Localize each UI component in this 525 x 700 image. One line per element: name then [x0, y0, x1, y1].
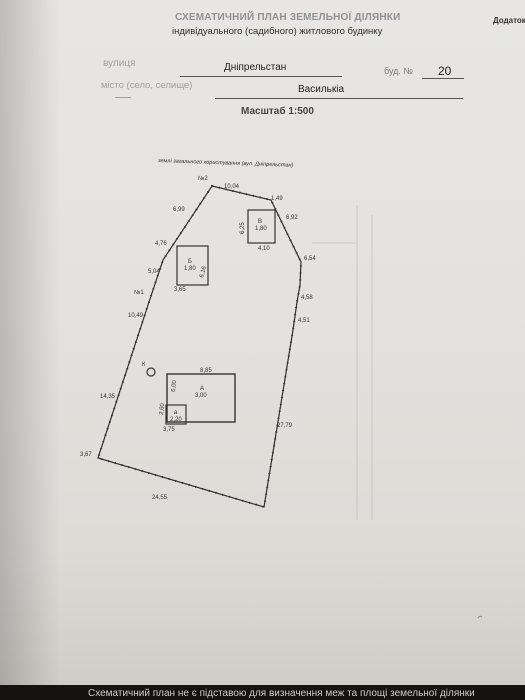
dim-d5: 4,58 [301, 295, 313, 301]
dim-d6: 4,51 [298, 318, 310, 324]
building-b [176, 245, 209, 286]
building-v-area: 1,80 [255, 226, 267, 232]
building-a-height: 6,00 [171, 379, 178, 392]
building-a-width: 8,85 [200, 368, 212, 374]
dim-d4: 6,54 [304, 256, 316, 262]
dim-d11: 10,49 [128, 313, 144, 319]
marker-1: №1 [134, 289, 144, 296]
building-b-width: 3,65 [174, 287, 186, 293]
dim-d1: 10,04 [224, 184, 240, 190]
marker-2: №2 [198, 175, 208, 182]
footer-note: Схематичний план не є підставою для визн… [88, 688, 475, 699]
street-value: Дніпрельстан [224, 62, 287, 73]
building-a2-area: 2,20 [170, 417, 182, 423]
dim-d2: 1,49 [271, 196, 283, 202]
dim-d7: 27,79 [277, 423, 293, 429]
city-label: місто (село, селище) [101, 80, 193, 91]
building-b-height: 6,16 [199, 265, 208, 278]
building-a2 [165, 404, 187, 425]
dim-d3: 6,92 [286, 215, 298, 221]
street-label: вулиця [103, 58, 136, 69]
well-marker [146, 367, 156, 377]
doc-subtitle: індивідуального (садибного) житлового бу… [172, 26, 383, 37]
building-a2-letter: а [174, 410, 178, 416]
scale-label: Масштаб 1:500 [241, 106, 314, 117]
building-a [166, 373, 236, 423]
background-lines [312, 205, 373, 520]
building-value: 20 [438, 64, 452, 78]
city-underline [215, 98, 463, 99]
dim-d13: 4,76 [155, 241, 167, 247]
site-plan: №2 №1 К землі загального користування (в… [80, 158, 483, 619]
pen-mark [477, 615, 483, 619]
dim-d10: 14,35 [100, 394, 116, 400]
dim-d12: 5,04 [148, 269, 160, 275]
building-v-height: 6,25 [240, 222, 246, 234]
plot-polygon [97, 185, 302, 508]
building-a2-height: 2,60 [159, 402, 166, 415]
doc-title: СХЕМАТИЧНИЙ ПЛАН ЗЕМЕЛЬНОЇ ДІЛЯНКИ [175, 12, 401, 23]
bottom-shadow [0, 685, 525, 700]
building-b-area: 1,80 [184, 266, 196, 272]
building-label: буд. № [384, 66, 414, 76]
building-a-letter: А [200, 386, 204, 392]
compass-k: К [142, 362, 146, 368]
building-b-letter: Б [188, 259, 192, 265]
dim-d14: 6,99 [173, 207, 185, 213]
street-underline [180, 76, 342, 77]
dim-d9: 3,67 [80, 452, 92, 458]
appendix-label: Додаток [493, 16, 525, 25]
building-a-area: 3,00 [195, 393, 207, 399]
building-a2-width: 3,75 [163, 427, 175, 433]
building-v-width: 4,10 [258, 246, 270, 252]
dim-d8: 24,55 [152, 495, 168, 501]
city-value: Василькіа [298, 84, 345, 95]
document-page [0, 0, 525, 685]
city-label-underline [115, 97, 131, 98]
page-shadow [0, 0, 60, 685]
common-land-label: землі загального користування (вул. Дніп… [157, 158, 294, 169]
building-v-letter: В [258, 219, 262, 225]
plot-boundary [96, 184, 303, 509]
building-v [247, 209, 276, 244]
building-underline [422, 78, 464, 79]
